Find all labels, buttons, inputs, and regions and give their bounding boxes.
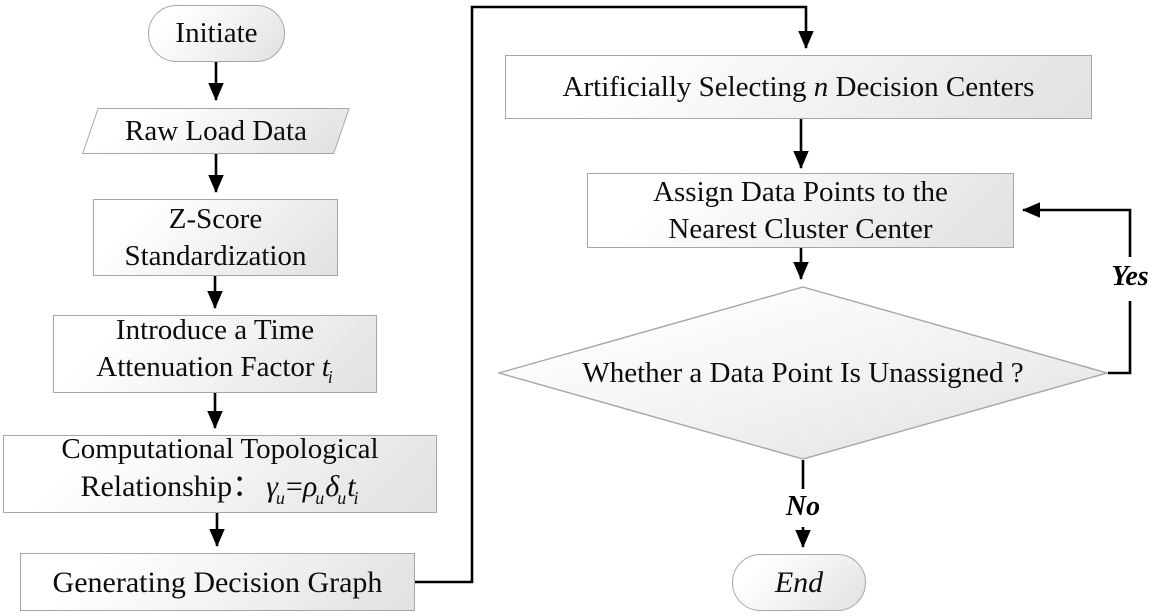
variable-n: n <box>806 70 836 103</box>
edge-label-no: No <box>785 491 821 522</box>
node-initiate-label: Initiate <box>175 17 258 49</box>
artificially-suffix: Decision Centers <box>835 70 1035 103</box>
formula-rho: ρ <box>302 469 318 503</box>
connector-decision-yes-segment <box>1108 301 1132 375</box>
node-zscore-line2: Standardization <box>124 239 307 272</box>
node-computational-formula: Relationship：γu=ρuδuti <box>4 468 436 517</box>
formula-sub-i: i <box>353 488 359 509</box>
artificially-prefix: Artificially Selecting <box>562 70 807 103</box>
variable-t: t <box>314 350 330 383</box>
formula-sub-u2: u <box>315 488 325 509</box>
relationship-label: Relationship： <box>80 469 263 503</box>
node-computational: Computational Topological Relationship：γ… <box>3 433 437 513</box>
formula-gamma: γ <box>266 469 278 503</box>
formula-t: t <box>347 469 356 503</box>
formula-sub-u1: u <box>275 488 285 509</box>
formula-delta: δ <box>325 469 340 503</box>
node-decision-shape <box>498 286 1108 460</box>
formula-equals: = <box>285 469 303 503</box>
node-computational-line1: Computational Topological <box>61 432 379 465</box>
node-artificially: Artificially Selecting n Decision Center… <box>505 55 1092 119</box>
connector-yes-to-assign-arrow <box>1021 202 1132 257</box>
node-introduce-line2-text: Attenuation Factor <box>96 350 315 383</box>
node-generating: Generating Decision Graph <box>20 553 415 611</box>
node-zscore-line1: Z-Score <box>168 202 263 235</box>
node-generating-label: Generating Decision Graph <box>52 565 383 599</box>
node-introduce: Introduce a Time Attenuation Factor ti <box>53 313 377 393</box>
edge-label-yes: Yes <box>1111 261 1149 292</box>
node-initiate: Initiate <box>148 5 285 62</box>
node-introduce-line1: Introduce a Time <box>115 313 315 346</box>
node-assign-line2: Nearest Cluster Center <box>668 212 933 245</box>
formula-sub-u3: u <box>337 488 347 509</box>
node-raw-load-data-label: Raw Load Data <box>125 114 307 147</box>
node-zscore: Z-Score Standardization <box>93 199 338 276</box>
node-introduce-line2: Attenuation Factor ti <box>54 349 376 397</box>
diamond-polygon <box>498 286 1108 460</box>
node-raw-load-data: Raw Load Data <box>82 108 350 154</box>
node-end-label: End <box>774 566 824 599</box>
node-decision-label: Whether a Data Point Is Unassigned ? <box>582 356 1024 389</box>
node-assign: Assign Data Points to the Nearest Cluste… <box>587 173 1014 248</box>
subscript-i: i <box>327 367 333 388</box>
node-end: End <box>732 554 866 611</box>
node-artificially-label: Artificially Selecting n Decision Center… <box>506 69 1091 106</box>
node-assign-line1: Assign Data Points to the <box>653 175 948 208</box>
